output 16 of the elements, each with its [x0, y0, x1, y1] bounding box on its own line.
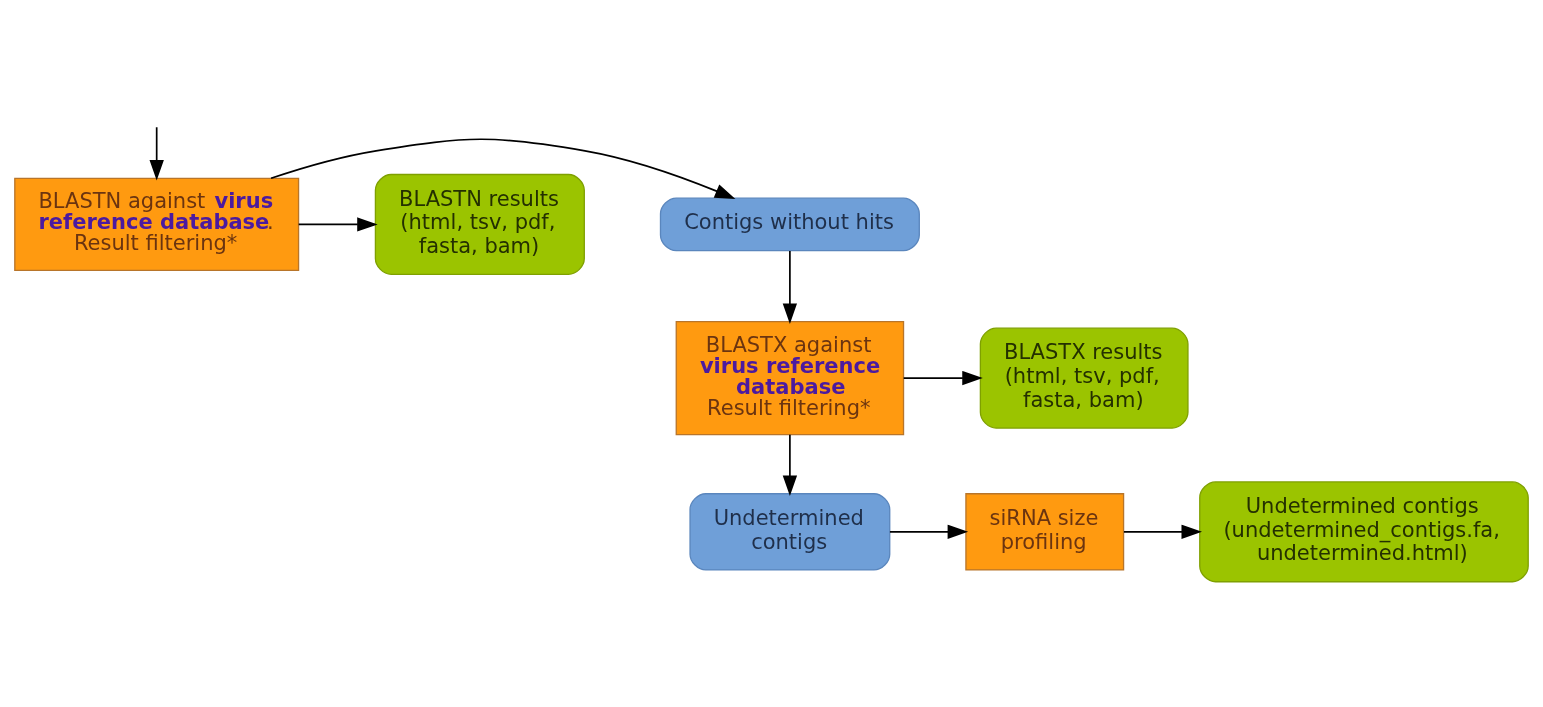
arrow	[782, 249, 798, 324]
arrow	[889, 524, 969, 539]
arrow	[297, 216, 378, 232]
node-box: BLASTX against virus reference database Result filtering*	[675, 320, 905, 435]
node-box: BLASTN against virus reference database. Result filtering*	[14, 177, 300, 271]
node-box: Undetermined contigs	[689, 492, 891, 571]
node-box: Undetermined contigs (undetermined_contigs.fa, undetermined.html)	[1199, 480, 1529, 582]
node-box: BLASTX results (html, tsv, pdf, fasta, bam)	[979, 327, 1189, 429]
node-box: siRNA size profiling	[965, 492, 1125, 571]
arrow	[149, 125, 164, 181]
arrow	[902, 370, 983, 385]
arrow	[782, 433, 798, 496]
node-box: Contigs without hits	[659, 197, 920, 251]
node-box: BLASTN results (html, tsv, pdf, fasta, bam)	[374, 173, 585, 275]
arrow	[270, 137, 736, 199]
arrow	[1123, 524, 1202, 539]
